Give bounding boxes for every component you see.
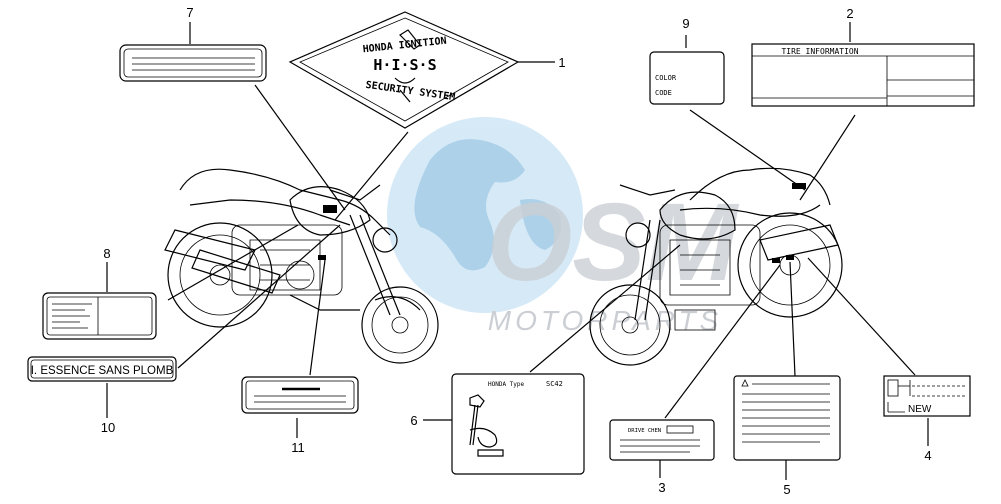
callout-4: 4	[924, 448, 931, 463]
callout-2: 2	[846, 6, 853, 21]
label-hiss-security: HONDA IGNITION H·I·S·S SECURITY SYSTEM	[288, 11, 520, 129]
label-drive-chain: DRIVE CHEN	[609, 419, 715, 461]
callout-10: 10	[101, 420, 115, 435]
watermark: OSM MOTORPARTS	[387, 117, 740, 336]
label-color-code: COLOR CODE	[649, 51, 725, 105]
watermark-continents	[414, 139, 561, 271]
drive-chain-text: DRIVE CHEN	[628, 428, 661, 434]
hiss-label-mid: H·I·S·S	[373, 56, 436, 74]
callout-7: 7	[186, 5, 193, 20]
label-fuel-unleaded: I. ESSENCE SANS PLOMB	[27, 356, 177, 382]
callout-5: 5	[783, 482, 790, 497]
callout-6: 6	[410, 413, 417, 428]
label-info-11	[241, 376, 359, 414]
label-new-4: NEW	[883, 375, 971, 417]
honda-model-text: SC42	[546, 380, 563, 388]
callout-1: 1	[558, 55, 565, 70]
watermark-brand: OSM	[487, 181, 740, 304]
motorcycle-right-view	[589, 167, 843, 366]
color-code-line1: COLOR	[655, 74, 677, 82]
color-code-line2: CODE	[655, 89, 672, 97]
label-warning-5	[733, 375, 841, 461]
tire-info-title: TIRE INFORMATION	[781, 47, 858, 56]
callout-3: 3	[658, 480, 665, 495]
label-caution-7	[119, 44, 267, 82]
new-label-text: NEW	[908, 404, 932, 415]
fuel-label-text: I. ESSENCE SANS PLOMB	[31, 365, 174, 377]
callout-11: 11	[291, 440, 305, 455]
callout-9: 9	[682, 16, 689, 31]
label-honda-type: HONDA Type SC42	[451, 373, 585, 475]
leader-lines	[106, 22, 929, 480]
motorcycle-left-view	[164, 168, 439, 364]
hiss-label-bottom: SECURITY SYSTEM	[365, 80, 456, 103]
hiss-label-top: HONDA IGNITION	[362, 36, 447, 56]
label-tire-information: TIRE INFORMATION	[751, 43, 975, 107]
callout-8: 8	[103, 246, 110, 261]
honda-type-text: HONDA Type	[488, 381, 525, 388]
label-info-8	[42, 292, 157, 340]
